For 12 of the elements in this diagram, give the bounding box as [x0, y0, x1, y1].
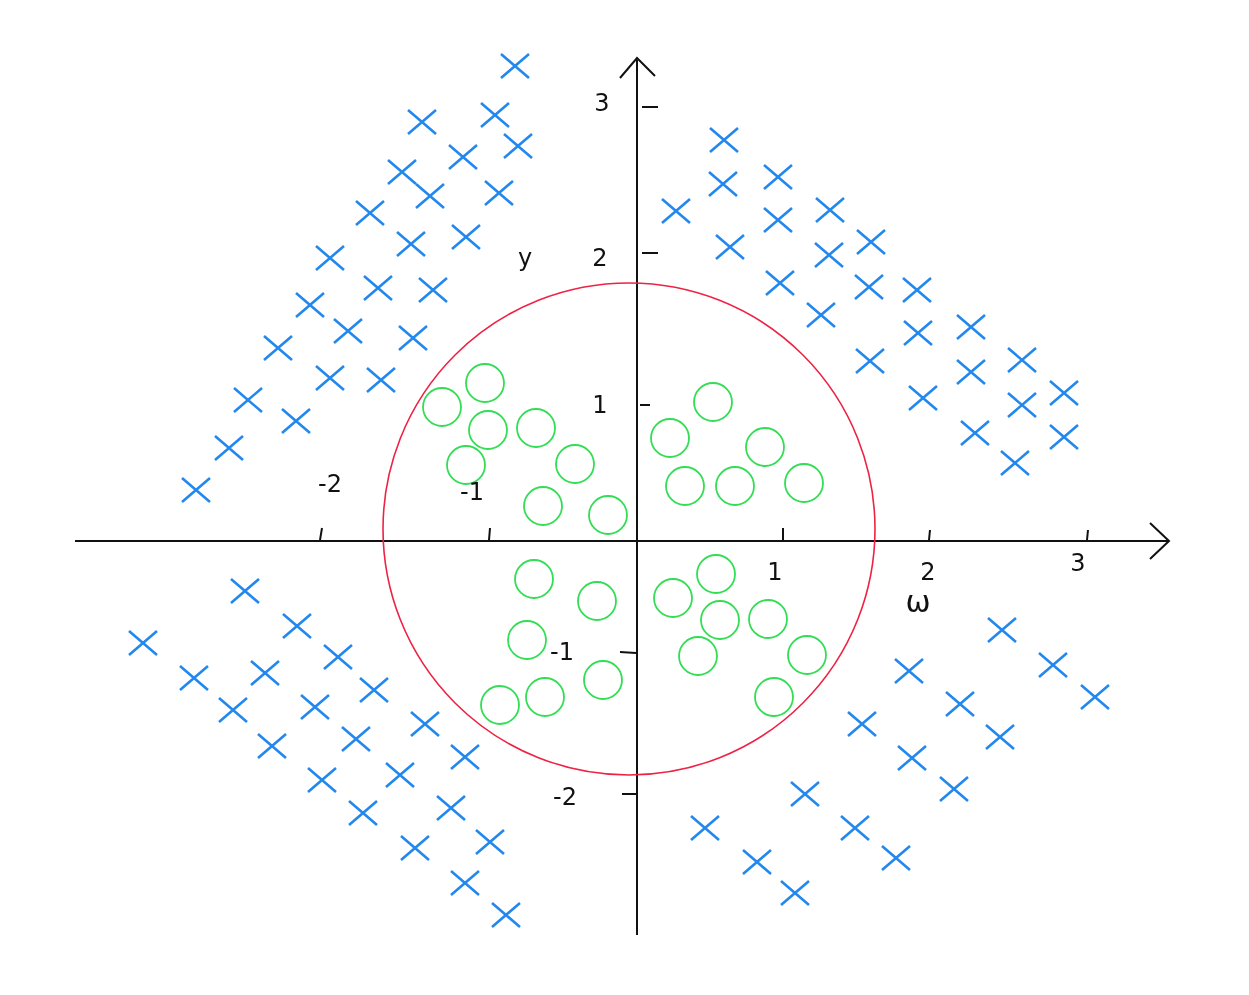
axis-label: 2: [920, 560, 936, 584]
axis-label: 3: [594, 91, 610, 115]
axis-label: -2: [553, 785, 577, 809]
axis-label: 1: [767, 560, 783, 584]
axis-label: -1: [550, 640, 574, 664]
axis-label: -1: [460, 480, 484, 504]
axis-label: 3: [1070, 551, 1086, 575]
axis-label: y: [517, 246, 533, 270]
axis-label: 1: [592, 393, 608, 417]
axis-label: 2: [592, 246, 608, 270]
axis-label: -2: [318, 472, 342, 496]
axis-label: ω: [905, 587, 931, 617]
